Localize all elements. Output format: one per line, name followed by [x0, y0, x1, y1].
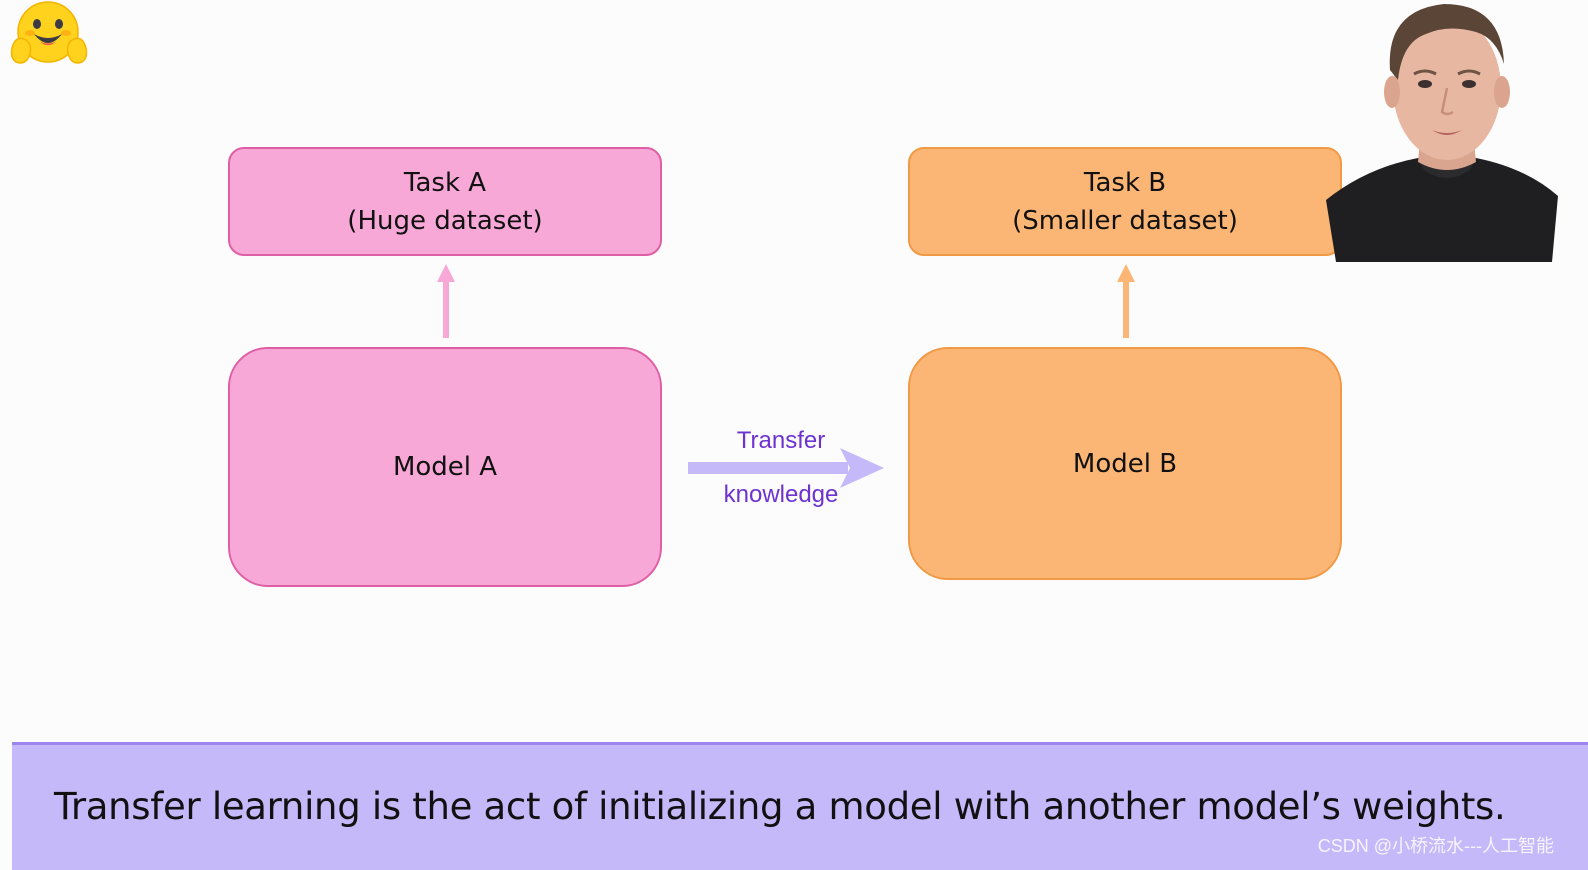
model-b-box: Model B [908, 347, 1342, 580]
up-arrow-a-icon [437, 264, 455, 338]
task-b-title: Task B [1083, 167, 1167, 198]
transfer-label-top: Transfer [736, 427, 826, 454]
hugging-face-icon [10, 1, 88, 64]
caption-bar: Transfer learning is the act of initiali… [12, 742, 1588, 870]
transfer-arrow-icon [688, 448, 884, 488]
up-arrow-b-icon [1117, 264, 1135, 338]
task-a-box: Task A (Huge dataset) [228, 147, 662, 256]
task-a-title: Task A [403, 167, 487, 198]
model-a-label: Model A [392, 452, 498, 482]
model-a-box: Model A [228, 347, 662, 587]
task-a-subtitle: (Huge dataset) [347, 205, 543, 236]
presenter-video-icon [1326, 4, 1558, 262]
task-b-box: Task B (Smaller dataset) [908, 147, 1342, 256]
task-b-subtitle: (Smaller dataset) [1012, 205, 1238, 236]
model-b-label: Model B [1072, 448, 1178, 479]
transfer-label-bottom: knowledge [723, 481, 839, 508]
caption-text: Transfer learning is the act of initiali… [54, 785, 1506, 828]
watermark-text: CSDN @小桥流水---人工智能 [1317, 836, 1554, 856]
